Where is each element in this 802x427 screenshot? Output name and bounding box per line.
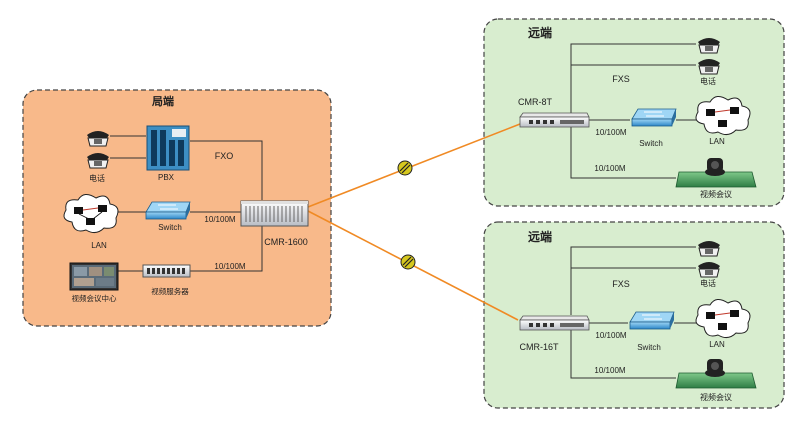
wan-link-remote1 — [307, 123, 521, 208]
local-lan-label: LAN — [91, 241, 107, 250]
link-marker-icon — [400, 254, 416, 270]
local-speed-video: 10/100M — [214, 262, 245, 271]
fxo-label: FXO — [215, 151, 234, 161]
remote1-speed-video: 10/100M — [594, 164, 625, 173]
remote2-switch-label: Switch — [637, 343, 661, 352]
cmr-1600-label: CMR-1600 — [264, 237, 308, 247]
local-wires — [108, 135, 263, 272]
video-terminal-icon — [675, 359, 757, 389]
pbx-label: PBX — [158, 173, 175, 182]
phone-icon — [698, 262, 720, 278]
local-switch-label: Switch — [158, 223, 182, 232]
video-center-monitor-icon — [69, 262, 119, 291]
phone-icon — [698, 241, 720, 257]
local-phone-label: 电话 — [89, 173, 105, 183]
cmr-8t-label: CMR-8T — [518, 97, 552, 107]
local-speed-switch: 10/100M — [204, 215, 235, 224]
remote2-fxs-label: FXS — [612, 279, 630, 289]
cmr-1600-device — [240, 200, 309, 227]
switch-icon — [631, 108, 677, 127]
cmr-8t-device — [519, 112, 590, 128]
remote2-title: 远端 — [528, 229, 552, 244]
remote1-fxs-label: FXS — [612, 74, 630, 84]
lan-cloud-icon — [63, 194, 119, 234]
lan-cloud-icon — [695, 96, 751, 136]
lan-cloud-icon — [695, 299, 751, 339]
phone-icon — [698, 38, 720, 54]
pbx-icon — [146, 125, 190, 171]
phone-icon — [87, 153, 109, 169]
remote2-video-label: 视频会议 — [700, 392, 732, 402]
remote1-phone-label: 电话 — [700, 76, 716, 86]
switch-icon — [629, 311, 675, 330]
video-terminal-icon — [675, 158, 757, 188]
remote1-video-label: 视频会议 — [700, 189, 732, 199]
remote1-lan-label: LAN — [709, 137, 725, 146]
video-server-icon — [142, 264, 191, 278]
local-title: 局端 — [151, 94, 174, 108]
video-center-label: 视频会议中心 — [72, 293, 117, 303]
video-server-label: 视频服务器 — [151, 286, 189, 296]
cmr-16t-device — [519, 315, 590, 331]
switch-icon — [145, 201, 191, 220]
remote1-speed-switch: 10/100M — [595, 128, 626, 137]
remote1-wires — [570, 43, 700, 179]
remote2-wires — [570, 246, 700, 379]
link-marker-icon — [397, 160, 413, 176]
cmr-16t-label: CMR-16T — [519, 342, 559, 352]
phone-icon — [698, 59, 720, 75]
phone-icon — [87, 131, 109, 147]
remote1-title: 远端 — [528, 25, 552, 40]
remote2-lan-label: LAN — [709, 340, 725, 349]
remote2-speed-switch: 10/100M — [595, 331, 626, 340]
remote2-phone-label: 电话 — [700, 278, 716, 288]
remote1-switch-label: Switch — [639, 139, 663, 148]
remote2-speed-video: 10/100M — [594, 366, 625, 375]
